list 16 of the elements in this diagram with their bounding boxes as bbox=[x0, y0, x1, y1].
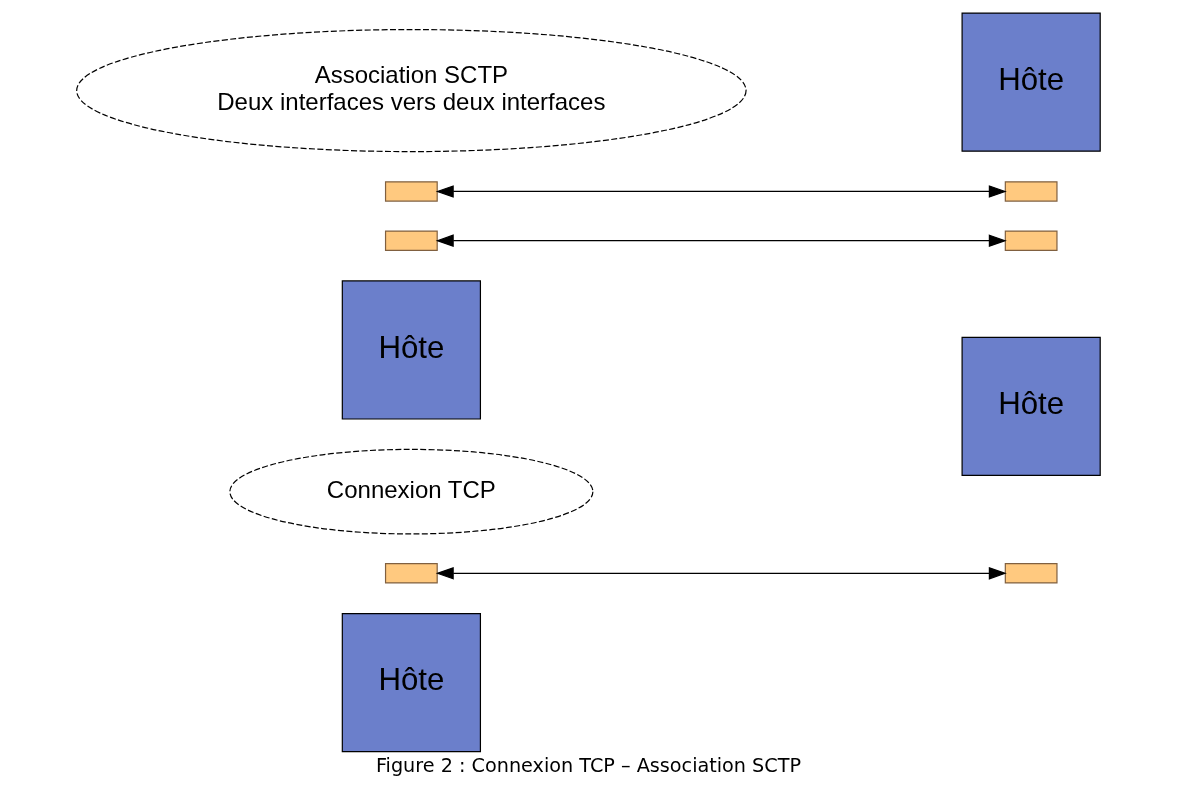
node-box: Hôte bbox=[341, 612, 482, 753]
arrow bbox=[435, 185, 1007, 198]
arrow bbox=[435, 567, 1007, 580]
node-box: Hôte bbox=[961, 12, 1101, 152]
node-ellipse: Connexion TCP bbox=[229, 448, 594, 535]
node-box bbox=[1004, 230, 1058, 251]
node-box bbox=[1004, 563, 1058, 584]
node-box bbox=[384, 230, 438, 251]
node-box bbox=[384, 181, 438, 202]
node-box: Hôte bbox=[961, 336, 1101, 477]
arrow bbox=[435, 234, 1007, 247]
node-box bbox=[384, 563, 438, 584]
node-box: Hôte bbox=[341, 280, 482, 420]
node-ellipse: Association SCTP Deux interfaces vers deux interfaces bbox=[76, 28, 747, 153]
node-box bbox=[1004, 181, 1058, 202]
caption: Figure 2 : Connexion TCP – Association SCTP bbox=[375, 753, 802, 777]
